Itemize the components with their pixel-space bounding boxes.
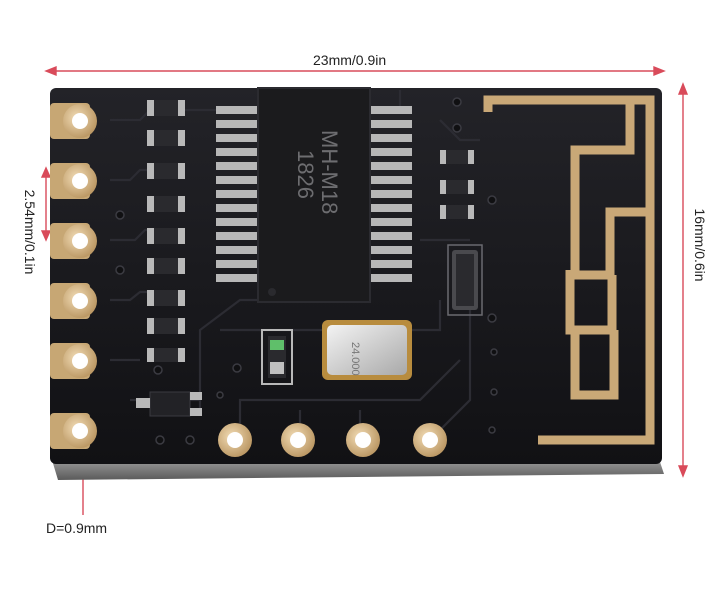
- chip-marking-line2: 1826: [293, 150, 318, 199]
- pitch-dimension-label: 2.54mm/0.1in: [22, 189, 38, 275]
- vias: [115, 97, 498, 445]
- bottom-pads: [218, 423, 447, 457]
- pin-1: [50, 103, 97, 139]
- crystal-marking: 24.000: [349, 342, 361, 376]
- pin-2: [50, 163, 97, 199]
- pin-5: [50, 343, 97, 379]
- chip-marking-line1: MH-M18: [317, 130, 342, 214]
- width-dimension-label: 23mm/0.9in: [313, 52, 387, 68]
- board-edge: [52, 460, 664, 480]
- width-dimension-line: [44, 65, 666, 77]
- main-ic: MH-M18 1826: [216, 87, 412, 303]
- transistor: [136, 391, 202, 417]
- height-dimension-line: [677, 82, 689, 478]
- pin-4: [50, 283, 97, 319]
- smd-components-left: [147, 100, 185, 362]
- pcb-antenna: [483, 95, 655, 445]
- pin-3: [50, 223, 97, 259]
- smd-components-right: [440, 150, 483, 316]
- pin-6: [50, 413, 97, 449]
- height-dimension-label: 16mm/0.6in: [692, 208, 708, 282]
- pitch-dimension-line: [40, 166, 52, 242]
- led: [261, 329, 293, 385]
- crystal-oscillator: 24.000: [322, 320, 412, 380]
- castellated-pins: [50, 103, 97, 449]
- hole-diameter-label: D=0.9mm: [46, 520, 108, 536]
